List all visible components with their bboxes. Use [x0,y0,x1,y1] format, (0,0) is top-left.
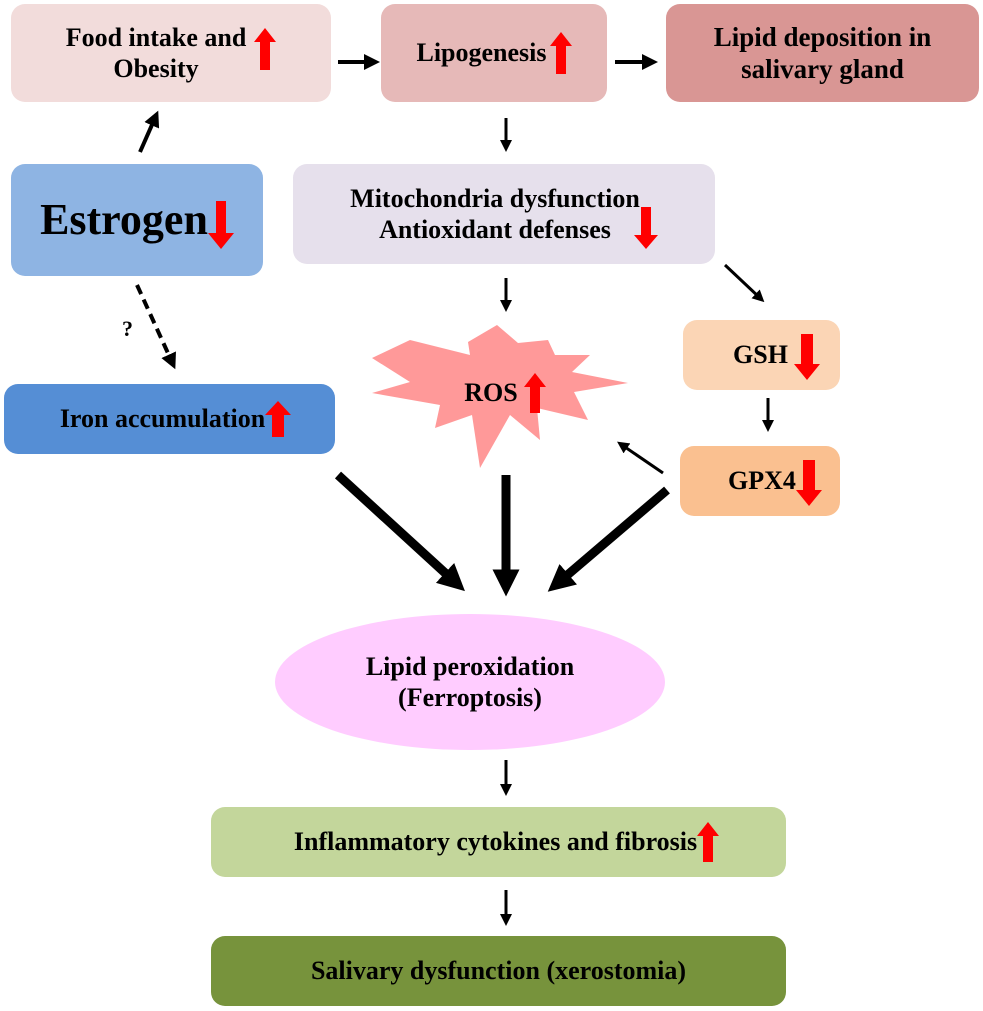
uncertain-link-label: ? [122,316,133,341]
node-salivary-dysfunction: Salivary dysfunction (xerostomia) [211,936,786,1006]
node-label: Inflammatory cytokines and fibrosis [293,827,698,857]
edge-gpx4-lipidperox [547,486,670,592]
node-label: Lipid peroxidation (Ferroptosis) [365,651,575,712]
edge-iron-lipidperox [334,471,465,592]
node-label: Lipid deposition in salivary gland [713,21,932,84]
node-lipid-deposition: Lipid deposition in salivary gland [666,4,979,102]
node-gsh: GSH [683,320,840,390]
increase-arrow-icon [523,373,546,413]
edge-gpx4-ros [617,441,664,475]
edge-estrogen-food [138,110,160,153]
node-estrogen: Estrogen [11,164,263,276]
increase-arrow-icon [254,28,277,70]
node-mitochondria-antioxidant: Mitochondria dysfunction Antioxidant def… [293,164,715,264]
node-iron-accumulation: Iron accumulation [4,384,335,454]
node-inflammatory-fibrosis: Inflammatory cytokines and fibrosis [211,807,786,877]
node-food-intake-obesity: Food intake and Obesity [11,4,331,102]
ros-starburst [372,325,628,468]
increase-arrow-icon [549,32,572,74]
increase-arrow-icon [265,401,292,437]
increase-arrow-icon [697,822,720,862]
decrease-arrow-icon [793,334,820,380]
node-label: Salivary dysfunction (xerostomia) [310,956,687,986]
node-label: GSH [733,340,788,370]
node-lipid-peroxidation: Lipid peroxidation (Ferroptosis) [275,614,665,750]
node-label: Estrogen [40,194,208,244]
node-label: Lipogenesis [416,38,547,68]
node-label: Iron accumulation [59,404,266,434]
node-label: Mitochondria dysfunction Antioxidant def… [350,183,640,244]
node-label: ROS [464,378,518,408]
node-lipogenesis: Lipogenesis [381,4,607,102]
decrease-arrow-icon [633,207,658,249]
node-ros: ROS [440,370,570,416]
decrease-arrow-icon [207,201,234,249]
edge-estrogen-iron [135,284,176,370]
node-label: Food intake and Obesity [65,22,247,83]
node-gpx4: GPX4 [680,446,840,516]
node-label: GPX4 [728,466,796,496]
decrease-arrow-icon [795,460,822,506]
edge-mito-gsh [723,263,765,303]
